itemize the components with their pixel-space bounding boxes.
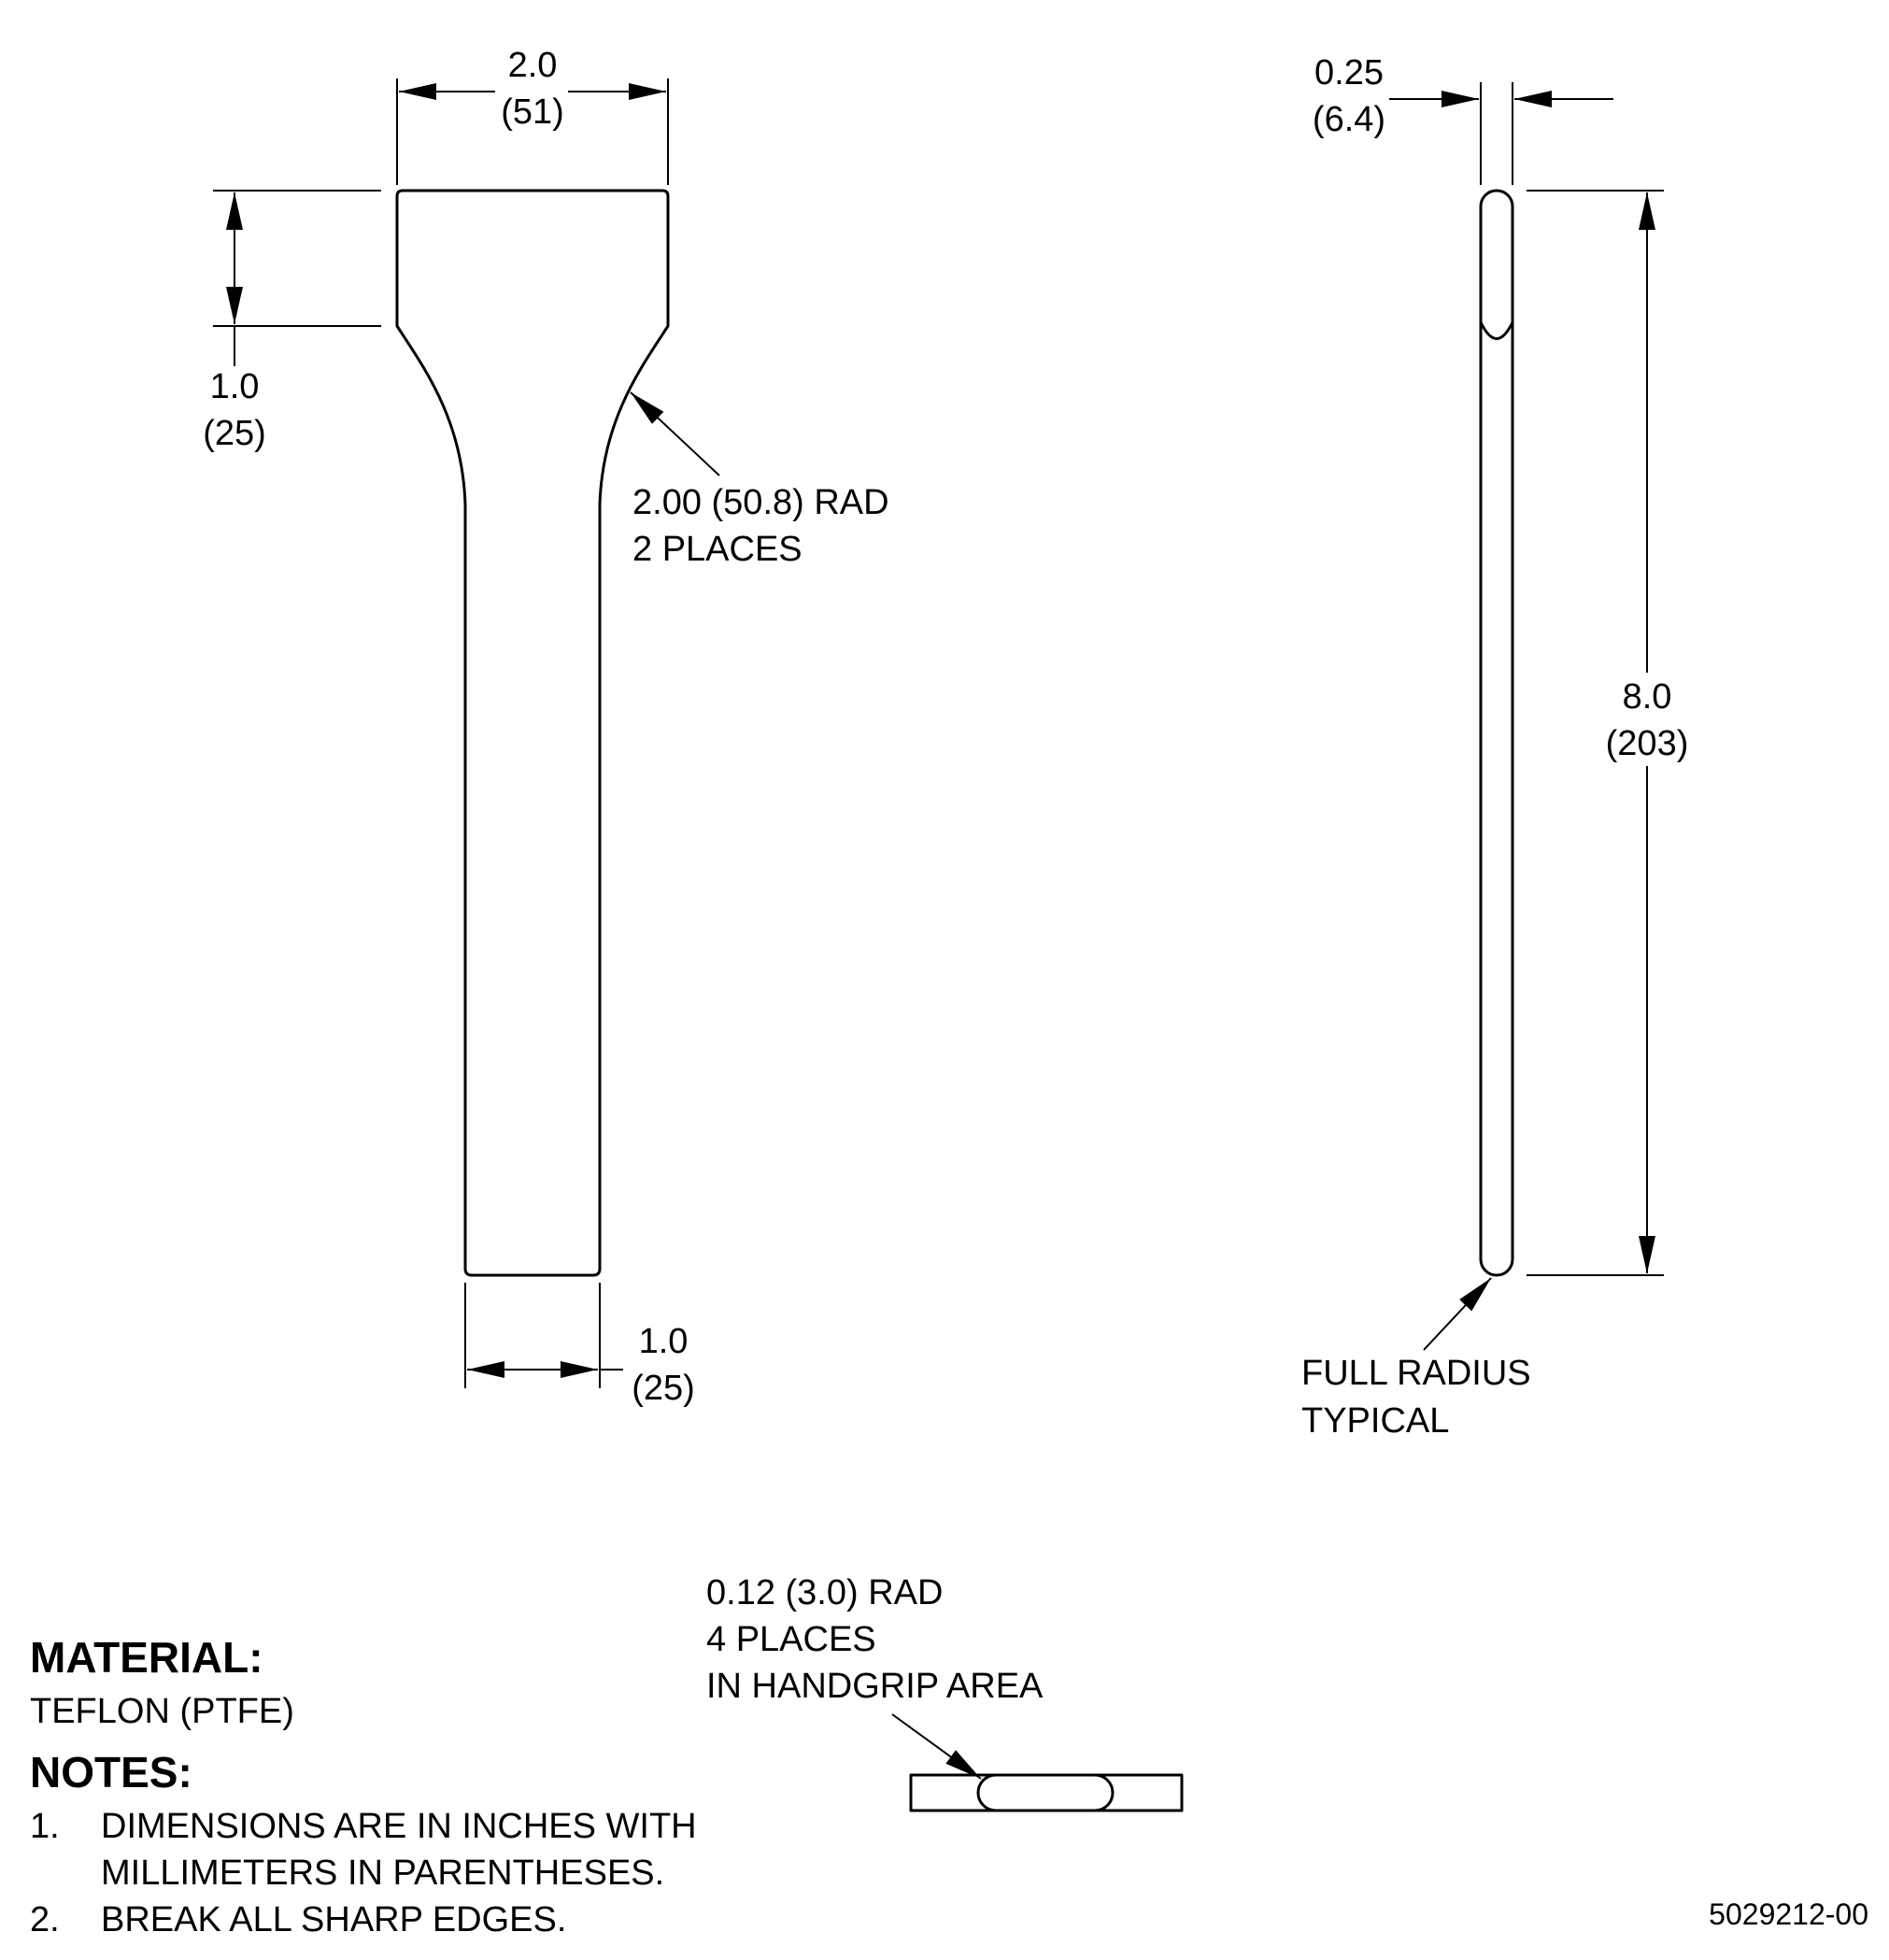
- thickness-mm: (6.4): [1313, 100, 1385, 139]
- edge-radius-places: 4 PLACES: [706, 1620, 876, 1659]
- fillet-radius-leader: [630, 391, 720, 476]
- thickness-inches: 0.25: [1314, 53, 1384, 92]
- material-value: TEFLON (PTFE): [30, 1692, 294, 1731]
- notes-heading: NOTES:: [30, 1748, 192, 1797]
- handgrip-section-rounded: [976, 1773, 1115, 1812]
- fillet-radius-places: 2 PLACES: [632, 530, 802, 569]
- edge-radius-area: IN HANDGRIP AREA: [706, 1667, 1044, 1706]
- drawing-number: 5029212-00: [1709, 1897, 1868, 1931]
- edge-radius-label: 0.12 (3.0) RAD: [706, 1573, 943, 1612]
- full-radius-leader: [1423, 1277, 1492, 1351]
- paddle-side-view: [1479, 189, 1514, 1277]
- shaft-width-mm: (25): [632, 1369, 695, 1408]
- note-2-line1: BREAK ALL SHARP EDGES.: [101, 1900, 566, 1939]
- paddle-front-view: [395, 189, 670, 1277]
- note-1-line1: DIMENSIONS ARE IN INCHES WITH: [101, 1807, 697, 1846]
- length-inches: 8.0: [1623, 677, 1672, 717]
- head-height-inches: 1.0: [210, 367, 260, 406]
- fillet-radius-label: 2.00 (50.8) RAD: [632, 483, 889, 522]
- side-view-head-transition: [1479, 321, 1514, 340]
- handgrip-section-rect: [909, 1773, 1184, 1812]
- note-1-number: 1.: [30, 1807, 60, 1846]
- top-width-inches: 2.0: [508, 46, 558, 85]
- note-1-line2: MILLIMETERS IN PARENTHESES.: [101, 1853, 664, 1893]
- full-radius-typical: TYPICAL: [1301, 1401, 1449, 1441]
- head-height-mm: (25): [203, 414, 266, 453]
- full-radius-label: FULL RADIUS: [1301, 1354, 1531, 1393]
- note-2-number: 2.: [30, 1900, 60, 1939]
- length-mm: (203): [1606, 724, 1689, 763]
- top-width-mm: (51): [501, 92, 564, 132]
- material-heading: MATERIAL:: [30, 1633, 263, 1682]
- edge-radius-leader: [891, 1713, 982, 1780]
- shaft-width-inches: 1.0: [639, 1322, 689, 1361]
